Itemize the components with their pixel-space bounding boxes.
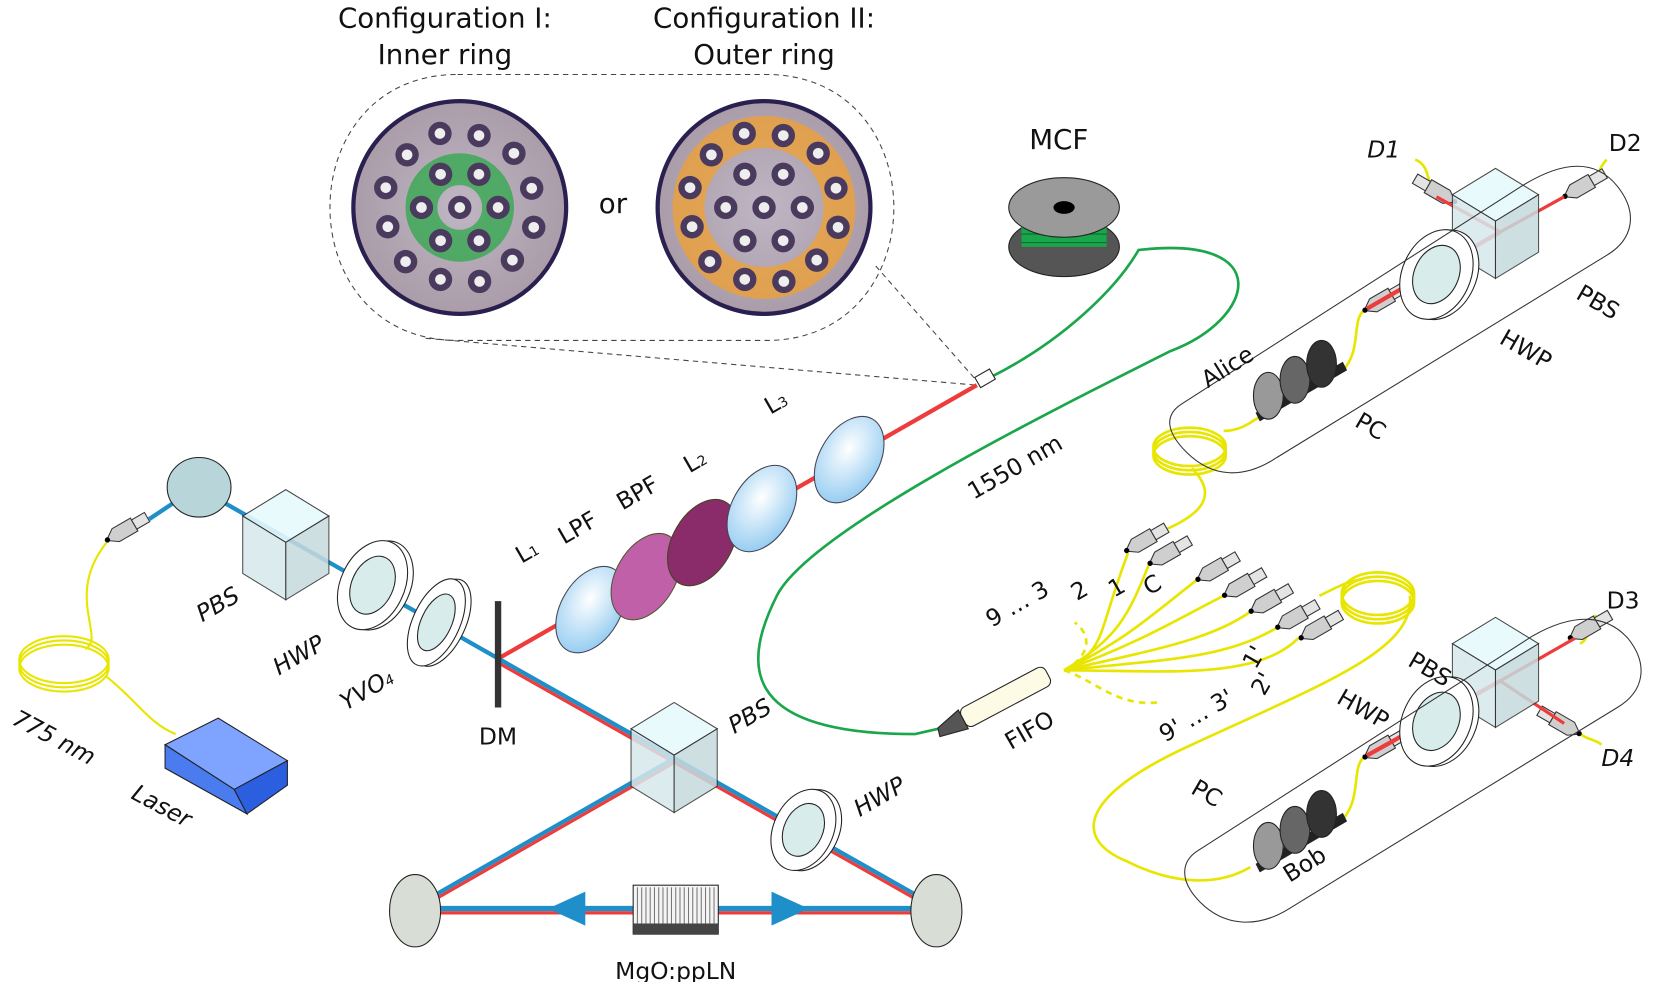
ppln-crystal bbox=[632, 884, 719, 935]
fiber-connector bbox=[1567, 609, 1614, 641]
pbs-cube bbox=[630, 701, 719, 814]
laser bbox=[163, 717, 289, 816]
dm-label: DM bbox=[479, 723, 517, 751]
fiber-connector bbox=[1124, 522, 1170, 554]
lens-l2 bbox=[726, 464, 798, 553]
bob-hwp-label: HWP bbox=[1332, 683, 1393, 735]
config2-title: Configuration II: bbox=[653, 2, 875, 35]
mirror-left bbox=[389, 874, 442, 948]
waveplate bbox=[406, 578, 472, 667]
fiber-connector bbox=[1147, 535, 1194, 567]
pbs-cube bbox=[241, 489, 330, 601]
config2-subtitle: Outer ring bbox=[693, 38, 834, 71]
fiber-collimator bbox=[974, 368, 997, 389]
pbs-cube bbox=[1451, 167, 1540, 280]
laser-label: Laser bbox=[127, 779, 197, 834]
d3-label: D3 bbox=[1607, 587, 1640, 615]
l2-label: L2 bbox=[679, 443, 712, 478]
fiber-connector bbox=[1275, 598, 1321, 630]
lens-l1 bbox=[555, 565, 626, 654]
arrow-right-icon bbox=[771, 891, 809, 926]
fifo-fanout-fibers bbox=[1063, 158, 1608, 882]
pump-beam bbox=[499, 657, 938, 909]
dichroic-mirror bbox=[494, 601, 502, 708]
port-1-label: 1 bbox=[1103, 571, 1130, 603]
inset-bubble bbox=[329, 73, 895, 341]
inset-pointer-line bbox=[875, 265, 978, 382]
ports-lower-label: 9' … 3' bbox=[1154, 683, 1238, 748]
d2-label: D2 bbox=[1609, 129, 1642, 157]
bob-station bbox=[1184, 618, 1642, 923]
d4-label: D4 bbox=[1601, 744, 1634, 772]
lpf-label: LPF bbox=[553, 505, 602, 550]
fiber-connector bbox=[1298, 609, 1345, 641]
polarization-controller bbox=[1252, 789, 1348, 873]
alice-hwp-label: HWP bbox=[1495, 324, 1556, 376]
d1-label: D1 bbox=[1367, 135, 1400, 163]
mcf-inner-ring-config bbox=[351, 98, 569, 316]
fiber-connectors bbox=[104, 168, 1614, 760]
fibers bbox=[18, 158, 1614, 882]
signal-beam bbox=[499, 662, 938, 913]
fiber-connector bbox=[104, 511, 151, 543]
crystal-label: MgO:ppLN bbox=[615, 957, 736, 982]
bob-pc-label: PC bbox=[1187, 774, 1227, 813]
config1-subtitle: Inner ring bbox=[378, 38, 513, 71]
alice-station bbox=[1169, 165, 1631, 474]
mcf-fiber bbox=[756, 246, 1240, 736]
waveplate bbox=[1399, 676, 1480, 767]
port-2p-label: 2' bbox=[1245, 667, 1280, 699]
highlighted-core-ring bbox=[672, 115, 856, 299]
waveplate bbox=[770, 788, 843, 872]
signal-wavelength-label: 1550 nm bbox=[963, 429, 1068, 506]
pbs2-label: PBS bbox=[723, 692, 776, 739]
mcf-outer-ring-config bbox=[655, 98, 873, 316]
alice-pc-label: PC bbox=[1350, 407, 1390, 446]
alice-label: Alice bbox=[1196, 340, 1259, 394]
or-label: or bbox=[599, 187, 628, 220]
inset-pointer-line bbox=[425, 337, 977, 386]
waveplate bbox=[336, 540, 414, 631]
pbs-label: PBS bbox=[191, 581, 244, 628]
fifo-device bbox=[937, 666, 1052, 738]
mcf-cross-section-inset: Configuration I: Inner ring Configuratio… bbox=[329, 2, 978, 386]
l3-label: L3 bbox=[759, 385, 792, 420]
mirror-right bbox=[910, 874, 963, 948]
bpf-label: BPF bbox=[612, 470, 664, 516]
l1-label: L1 bbox=[510, 534, 543, 569]
ports-upper-label: 9 … 3 bbox=[981, 575, 1054, 633]
hwp-label: HWP bbox=[268, 629, 330, 681]
alice-pbs-label: PBS bbox=[1572, 279, 1625, 326]
polarization-controller bbox=[1252, 339, 1348, 422]
pump-fiber-coil bbox=[18, 541, 177, 736]
fifo-label: FIFO bbox=[1000, 705, 1059, 755]
long-pass-filter bbox=[610, 532, 682, 621]
yvo4-label: YVO4 bbox=[335, 663, 399, 716]
band-pass-filter bbox=[666, 498, 738, 587]
mcf-label: MCF bbox=[1029, 123, 1088, 156]
lens-l3 bbox=[813, 415, 885, 504]
config1-title: Configuration I: bbox=[338, 2, 552, 35]
mirror bbox=[166, 456, 232, 518]
fiber-connector bbox=[1221, 567, 1268, 598]
hwp2-label: HWP bbox=[849, 770, 911, 822]
source-optics bbox=[163, 167, 1540, 948]
arrow-left-icon bbox=[548, 891, 586, 926]
port-2-label: 2 bbox=[1066, 575, 1093, 607]
port-c-label: C bbox=[1138, 569, 1166, 601]
fiber-connector bbox=[1195, 551, 1241, 582]
mcf-spool bbox=[1008, 177, 1120, 278]
fiber-connector bbox=[1248, 583, 1295, 614]
pump-wavelength-label: 775 nm bbox=[8, 704, 100, 771]
